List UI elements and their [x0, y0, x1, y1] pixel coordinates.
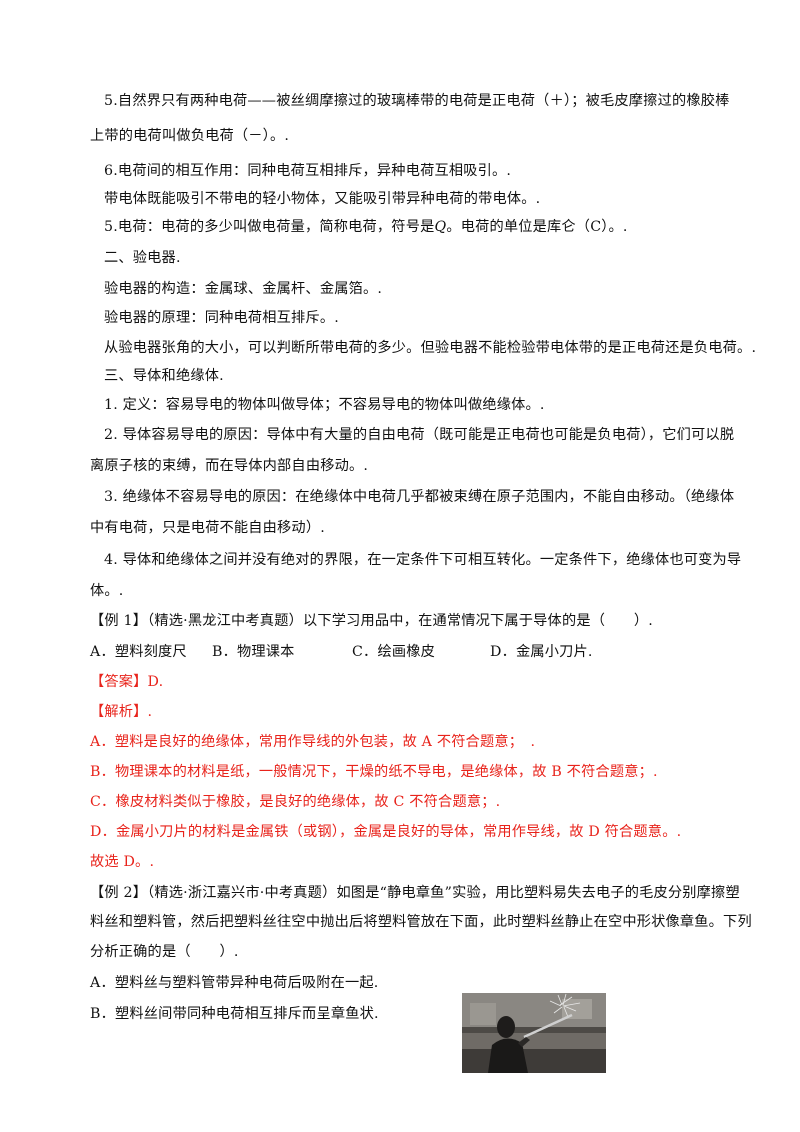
- text-line: 料丝和塑料管，然后把塑料丝往空中抛出后将塑料管放在下面，此时塑料丝静止在空中形状…: [90, 914, 752, 930]
- option-a: A．塑料丝与塑料管带异种电荷后吸附在一起.: [90, 975, 379, 991]
- text-fragment: 5.电荷：电荷的多少叫做电荷量，简称电荷，符号是: [104, 219, 435, 235]
- option-a: A．塑料刻度尺: [90, 644, 187, 660]
- text-line: 上带的电荷叫做负电荷（－）。.: [90, 128, 290, 144]
- analysis-line: A．塑料是良好的绝缘体，常用作导线的外包装，故 A 不符合题意； .: [90, 734, 536, 750]
- text-line: 中有电荷，只是电荷不能自由移动）.: [90, 520, 325, 536]
- analysis-line: B．物理课本的材料是纸，一般情况下，干燥的纸不导电，是绝缘体，故 B 不符合题意…: [90, 764, 658, 780]
- conclusion-line: 故选 D。.: [90, 854, 155, 870]
- section-heading: 三、导体和绝缘体.: [104, 368, 224, 384]
- text-line: 离原子核的束缚，而在导体内部自由移动。.: [90, 458, 369, 474]
- text-line: 3. 绝缘体不容易导电的原因：在绝缘体中电荷几乎都被束缚在原子范围内，不能自由移…: [104, 489, 735, 505]
- text-line: 4. 导体和绝缘体之间并没有绝对的界限，在一定条件下可相互转化。一定条件下，绝缘…: [104, 552, 742, 568]
- answer-label: 【答案】D.: [90, 674, 164, 690]
- analysis-line: C．橡皮材料类似于橡胶，是良好的绝缘体，故 C 不符合题意；.: [90, 794, 501, 810]
- text-line: 2. 导体容易导电的原因：导体中有大量的自由电荷（既可能是正电荷也可能是负电荷）…: [104, 427, 735, 443]
- example-2-question: 【例 2】（精选·浙江嘉兴市·中考真题）如图是“静电章鱼”实验，用比塑料易失去电…: [90, 885, 740, 901]
- section-heading: 二、验电器.: [104, 250, 181, 266]
- text-line: 从验电器张角的大小，可以判断所带电荷的多少。但验电器不能检验带电体带的是正电荷还…: [104, 340, 757, 356]
- charge-symbol: Q: [434, 219, 447, 235]
- option-d: D．金属小刀片.: [490, 644, 593, 660]
- photo-drawing: [462, 993, 606, 1073]
- text-line: 5.电荷：电荷的多少叫做电荷量，简称电荷，符号是Q。电荷的单位是库仑（C）。.: [104, 218, 628, 236]
- text-line: 5.自然界只有两种电荷——被丝绸摩擦过的玻璃棒带的电荷是正电荷（＋）；被毛皮摩擦…: [104, 93, 730, 109]
- text-line: 分析正确的是（ ）.: [90, 944, 239, 960]
- text-line: 带电体既能吸引不带电的轻小物体，又能吸引带异种电荷的带电体。.: [104, 191, 541, 207]
- option-c: C．绘画橡皮: [352, 644, 435, 660]
- example-1-question: 【例 1】（精选·黑龙江中考真题）以下学习用品中，在通常情况下属于导体的是（ ）…: [90, 613, 653, 629]
- octopus-experiment-photo: [462, 993, 606, 1073]
- text-line: 体。.: [90, 583, 124, 599]
- text-fragment: 。电荷的单位是库仑（C）。.: [446, 219, 628, 235]
- option-b: B．物理课本: [212, 644, 295, 660]
- text-line: 验电器的原理：同种电荷相互排斥。.: [104, 310, 339, 326]
- text-line: 验电器的构造：金属球、金属杆、金属箔。.: [104, 281, 383, 297]
- text-line: 1. 定义：容易导电的物体叫做导体；不容易导电的物体叫做绝缘体。.: [104, 397, 545, 413]
- analysis-line: D．金属小刀片的材料是金属铁（或钢），金属是良好的导体，常用作导线，故 D 符合…: [90, 824, 682, 840]
- analysis-label: 【解析】.: [90, 704, 153, 720]
- option-b: B．塑料丝间带同种电荷相互排斥而呈章鱼状.: [90, 1006, 379, 1022]
- text-line: 6.电荷间的相互作用：同种电荷互相排斥，异种电荷互相吸引。.: [104, 163, 512, 179]
